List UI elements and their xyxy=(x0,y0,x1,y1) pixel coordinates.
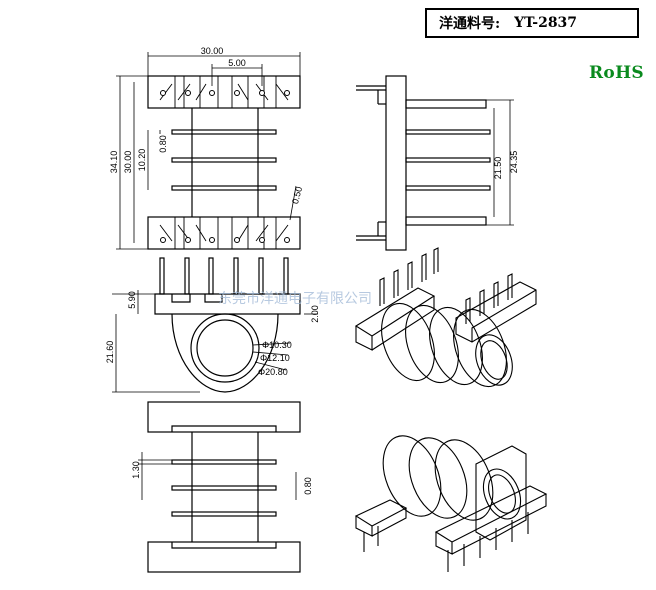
dim-front-total: 21.60 xyxy=(105,341,115,364)
dim-bottom-thickness: 0.80 xyxy=(303,477,313,495)
rohs-badge: RoHS xyxy=(589,63,645,83)
side-view-rib xyxy=(405,157,491,163)
dim-front-offset: 2.00 xyxy=(310,305,320,323)
front-view: 21.60 5.90 2.00 Φ10.30 Φ12.10 Φ20.80 xyxy=(105,257,320,393)
side-view-top-rail xyxy=(405,99,487,109)
dim-top-pitch: 5.00 xyxy=(228,58,246,68)
bottom-view-rib xyxy=(171,459,277,465)
side-view-rib xyxy=(405,185,491,191)
front-view-disc xyxy=(171,313,279,393)
top-view-lower-flange xyxy=(147,216,301,250)
bottom-view-rib xyxy=(171,485,277,491)
dim-bore-mid: Φ12.10 xyxy=(260,353,290,363)
dim-bottom-pitch: 1.30 xyxy=(131,461,141,479)
dim-bore-outer: Φ20.80 xyxy=(258,367,288,377)
bottom-view-rib xyxy=(171,511,277,517)
part-number-label: 洋通料号: xyxy=(439,16,501,32)
side-view-bottom-rail xyxy=(405,216,487,226)
part-number-value: YT-2837 xyxy=(514,15,578,31)
dim-front-flange: 5.90 xyxy=(127,291,137,309)
top-view-upper-flange xyxy=(147,75,301,109)
dim-flange-thickness: 0.80 xyxy=(158,135,168,153)
side-view-flange xyxy=(385,75,407,251)
bottom-view-upper-flange xyxy=(147,401,301,433)
top-view-rib xyxy=(171,157,277,163)
watermark: 东莞市洋通电子有限公司 xyxy=(218,290,372,307)
dim-bore-inner: Φ10.30 xyxy=(262,340,292,350)
front-view-base xyxy=(154,293,301,315)
top-view-rib xyxy=(171,185,277,191)
dim-top-height: 34.10 xyxy=(109,151,119,174)
side-view-rib xyxy=(405,129,491,135)
bottom-view-lower-flange xyxy=(147,541,301,573)
top-view-rib xyxy=(171,129,277,135)
front-view-bore-outer xyxy=(190,313,260,383)
iso-upper-front-pins xyxy=(465,273,513,324)
dim-top-inner-height: 30.00 xyxy=(123,151,133,174)
dim-flange-span: 10.20 xyxy=(137,149,147,172)
isometric-view-lower xyxy=(354,435,548,572)
side-view: 21.50 24.35 xyxy=(356,75,519,251)
bottom-view: 1.30 0.80 xyxy=(131,401,313,573)
top-view: 30.00 5.00 34.10 30.00 10.20 0.80 0.50 xyxy=(109,46,304,250)
front-view-pins xyxy=(159,257,289,295)
isometric-view-upper xyxy=(354,247,537,388)
part-number-box: 洋通料号: YT-2837 xyxy=(425,8,639,38)
dim-side-outer: 24.35 xyxy=(509,151,519,174)
iso-upper-back-pins xyxy=(379,247,439,306)
dim-pin-diameter: 0.50 xyxy=(290,185,304,205)
dim-top-width: 30.00 xyxy=(201,46,224,56)
iso-lower-pins xyxy=(363,512,529,572)
front-view-bore-inner xyxy=(196,319,254,377)
dim-side-inner: 21.50 xyxy=(493,157,503,180)
